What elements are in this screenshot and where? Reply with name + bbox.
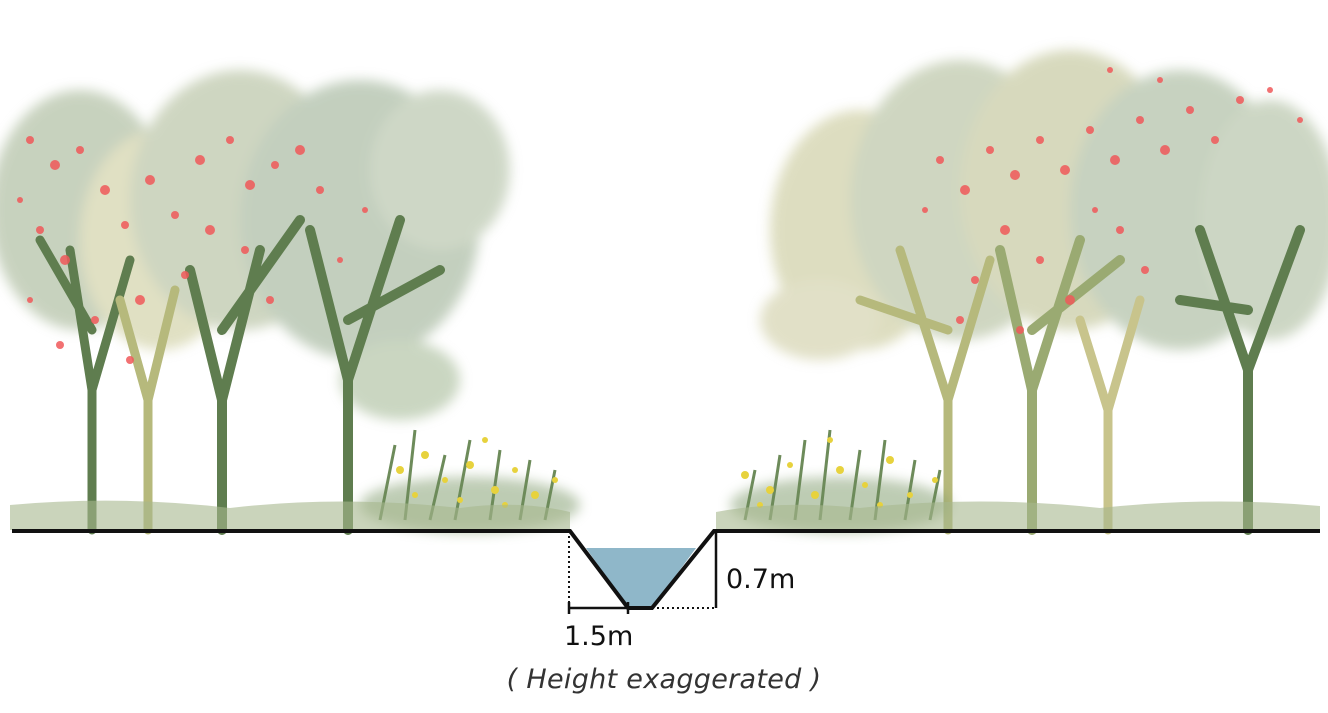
right-yellow-flowers (741, 437, 938, 508)
right-trunks (855, 225, 1305, 535)
right-tree-group (716, 50, 1328, 535)
depth-dimension (652, 531, 718, 609)
ditch-water (586, 548, 696, 608)
left-grass (10, 500, 570, 530)
caption: ( Height exaggerated ) (506, 664, 822, 695)
width-dimension (567, 531, 630, 614)
right-grass (716, 501, 1320, 530)
left-trunks (35, 215, 445, 535)
left-yellow-flowers (396, 437, 558, 508)
width-label: 1.5m (564, 621, 633, 652)
left-canopy (0, 70, 510, 420)
left-blossoms (17, 136, 368, 364)
ground-line (12, 529, 1320, 610)
left-tree-group (0, 70, 580, 535)
depth-label: 0.7m (726, 564, 795, 595)
right-blossoms (922, 67, 1303, 334)
